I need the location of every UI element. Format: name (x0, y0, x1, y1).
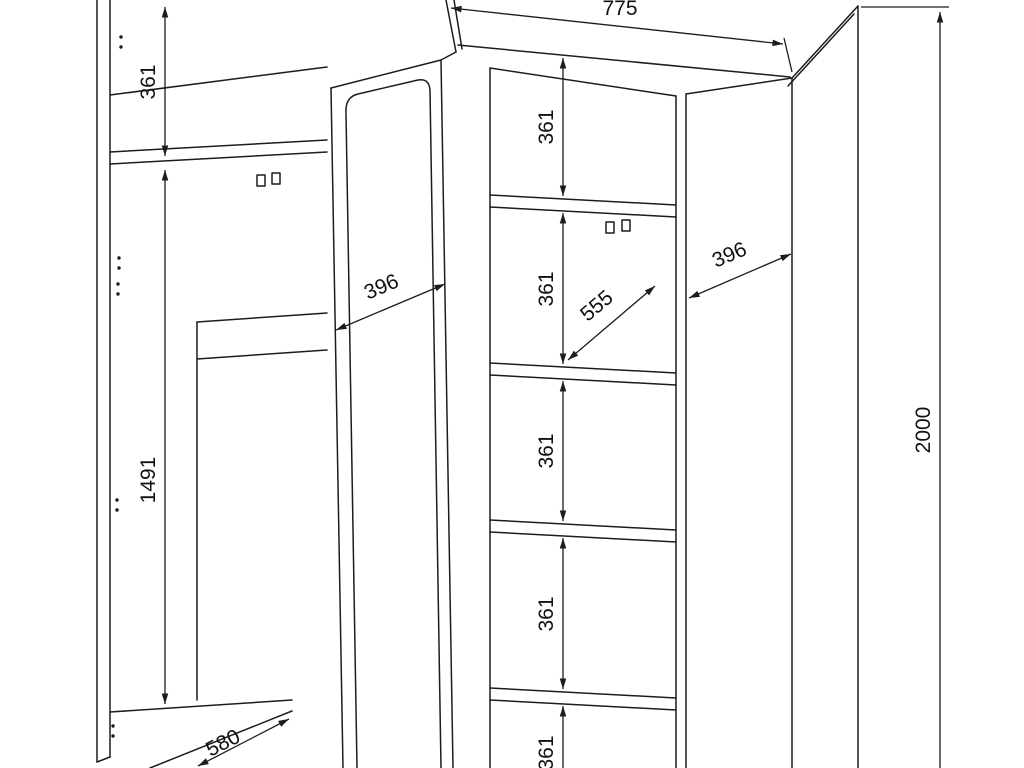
dim-label-door-width: 396 (361, 270, 402, 305)
dim-lower-section: 1491 (137, 170, 169, 704)
dim-label-total-height: 2000 (912, 407, 935, 454)
dim-shelf-gap-5: 361 (535, 706, 567, 768)
dim-label-lower-section: 1491 (137, 457, 160, 504)
dim-label-top-width: 775 (602, 0, 637, 20)
left-cabinet-outline (96, 0, 328, 768)
left-cabinet-interior (196, 312, 328, 701)
dim-door-width: 396 (335, 270, 446, 331)
dim-label-shelf-width: 555 (576, 286, 618, 326)
dim-upper-section: 361 (137, 6, 169, 156)
dim-label-gap-3: 361 (535, 433, 558, 468)
dim-label-gap-2: 361 (535, 271, 558, 306)
dim-label-gap-5: 361 (535, 735, 558, 768)
dim-shelf-width: 555 (567, 285, 656, 361)
door-panel (330, 59, 454, 768)
pin-holes (111, 35, 123, 738)
dim-label-gap-4: 361 (535, 596, 558, 631)
dim-shelf-gap-1: 361 (535, 58, 567, 196)
rail-hooks-left (256, 172, 281, 187)
dim-shelf-gap-3: 361 (535, 381, 567, 521)
right-unit-shelves (489, 194, 677, 711)
dim-label-gap-1: 361 (535, 109, 558, 144)
rail-hooks-right (605, 219, 631, 234)
dim-shelf-gap-2: 361 (535, 213, 567, 364)
dim-label-side-depth: 396 (709, 238, 750, 273)
right-unit-outline (457, 5, 859, 768)
dim-base-depth: 580 (197, 718, 290, 767)
dim-side-depth: 396 (688, 238, 792, 299)
dim-shelf-gap-4: 361 (535, 538, 567, 689)
dim-top-width: 775 (450, 0, 793, 73)
dim-total-height: 2000 (861, 6, 949, 768)
dim-label-base-depth: 580 (202, 725, 244, 761)
dim-label-upper-section: 361 (137, 64, 160, 99)
